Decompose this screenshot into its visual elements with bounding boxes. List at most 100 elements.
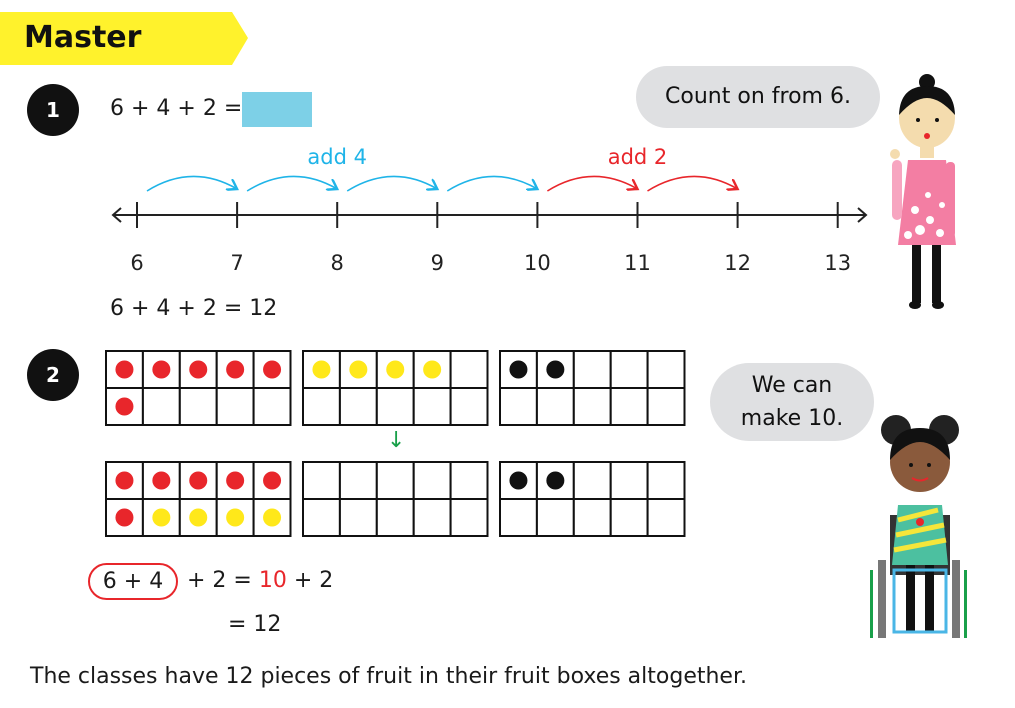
counter-dot-yellow: [349, 360, 368, 379]
frame-cell: [141, 387, 181, 426]
ten-frame: [499, 461, 686, 537]
counter-dot-red: [115, 471, 134, 490]
frame-cell: [572, 498, 612, 537]
jump-arrow: [146, 175, 237, 192]
counter-dot-red: [152, 471, 171, 490]
counter-dot-yellow: [263, 508, 282, 527]
frame-cell: [609, 350, 649, 389]
tick-label: 13: [824, 251, 851, 275]
frame-cell: [572, 350, 612, 389]
question-number-1: 1: [27, 84, 79, 136]
speech-line-2: make 10.: [740, 406, 844, 431]
frame-cell: [449, 350, 489, 389]
frame-cell: [375, 498, 415, 537]
frame-cell: [252, 387, 292, 426]
grouped-sum: 6 + 4: [102, 569, 164, 594]
jump-arrow: [246, 175, 337, 192]
frame-cell: [338, 387, 378, 426]
left-arrow-icon: [111, 207, 122, 223]
counter-dot-red: [263, 471, 282, 490]
right-arrow-icon: [857, 207, 868, 223]
frame-cell: [609, 461, 649, 500]
answer-box[interactable]: [242, 92, 312, 127]
counter-dot-black: [546, 471, 565, 490]
eq-part-2: + 2: [293, 568, 334, 593]
counter-dot-yellow: [386, 360, 405, 379]
frame-cell: [499, 387, 538, 426]
q1-solution: 6 + 4 + 2 = 12: [110, 296, 278, 321]
conclusion-text: The classes have 12 pieces of fruit in t…: [30, 664, 747, 689]
tick-label: 7: [230, 251, 243, 275]
tick-label: 12: [724, 251, 751, 275]
counter-dot-red: [226, 360, 245, 379]
frame-cell: [646, 387, 686, 426]
jump-arrow: [446, 175, 537, 192]
frame-cell: [338, 498, 378, 537]
speech-bubble-make-ten: We can make 10.: [710, 363, 874, 441]
eq-ten: 10: [258, 568, 287, 593]
ten-frame: [105, 461, 292, 537]
jump-arrow: [346, 175, 437, 192]
frame-cell: [375, 387, 415, 426]
counter-dot-black: [546, 360, 565, 379]
q1-equation: 6 + 4 + 2 =: [110, 96, 243, 121]
counter-dot-red: [115, 397, 134, 416]
speech-text: Count on from 6.: [665, 84, 851, 110]
frame-cell: [412, 387, 452, 426]
ten-frame: [302, 350, 489, 426]
teacher-illustration: [890, 74, 956, 309]
question-number-2: 2: [27, 349, 79, 401]
speech-bubble-count-on: Count on from 6.: [636, 66, 880, 128]
counter-dot-yellow: [226, 508, 245, 527]
frame-cell: [572, 387, 612, 426]
frame-cell: [449, 387, 489, 426]
tick-label: 8: [331, 251, 344, 275]
frame-cell: [646, 498, 686, 537]
frame-cell: [302, 387, 341, 426]
down-arrow-icon: ↓: [387, 428, 406, 453]
frame-cell: [375, 350, 415, 389]
frame-cell: [375, 461, 415, 500]
frame-cell: [535, 387, 575, 426]
counter-dot-yellow: [423, 360, 442, 379]
section-banner: Master: [0, 12, 248, 65]
q2-equation: + 2 = 10 + 2: [187, 568, 333, 593]
frame-cell: [609, 498, 649, 537]
grouped-sum-oval: 6 + 4: [88, 563, 178, 600]
jump-arrow: [647, 175, 738, 192]
ten-frame: [499, 350, 686, 426]
child-wheelchair-illustration: [870, 415, 967, 638]
counter-dot-red: [189, 360, 208, 379]
frame-cell: [215, 387, 255, 426]
counter-dot-yellow: [152, 508, 171, 527]
jump-arrow: [546, 175, 637, 192]
ten-frame: [105, 350, 292, 426]
q2-equation-line2: = 12: [228, 612, 282, 637]
frame-cell: [412, 498, 452, 537]
counter-dot-black: [509, 471, 528, 490]
frame-cell: [338, 461, 378, 500]
frame-cell: [449, 498, 489, 537]
frame-cell: [302, 498, 341, 537]
section-title: Master: [24, 20, 142, 55]
frame-cell: [646, 350, 686, 389]
frame-cell: [572, 461, 612, 500]
tick-label: 11: [624, 251, 651, 275]
counter-dot-red: [263, 360, 282, 379]
tick-label: 6: [130, 251, 143, 275]
frame-cell: [609, 387, 649, 426]
add4-label: add 4: [307, 145, 367, 169]
frame-cell: [646, 461, 686, 500]
frame-cell: [302, 461, 341, 500]
counter-dot-red: [115, 508, 134, 527]
ten-frames: [105, 350, 686, 537]
speech-line-1: We can: [751, 373, 833, 398]
frame-cell: [535, 498, 575, 537]
add2-label: add 2: [608, 145, 668, 169]
counter-dot-red: [226, 471, 245, 490]
counter-dot-yellow: [189, 508, 208, 527]
tick-label: 9: [431, 251, 444, 275]
counter-dot-yellow: [312, 360, 331, 379]
counter-dot-black: [509, 360, 528, 379]
